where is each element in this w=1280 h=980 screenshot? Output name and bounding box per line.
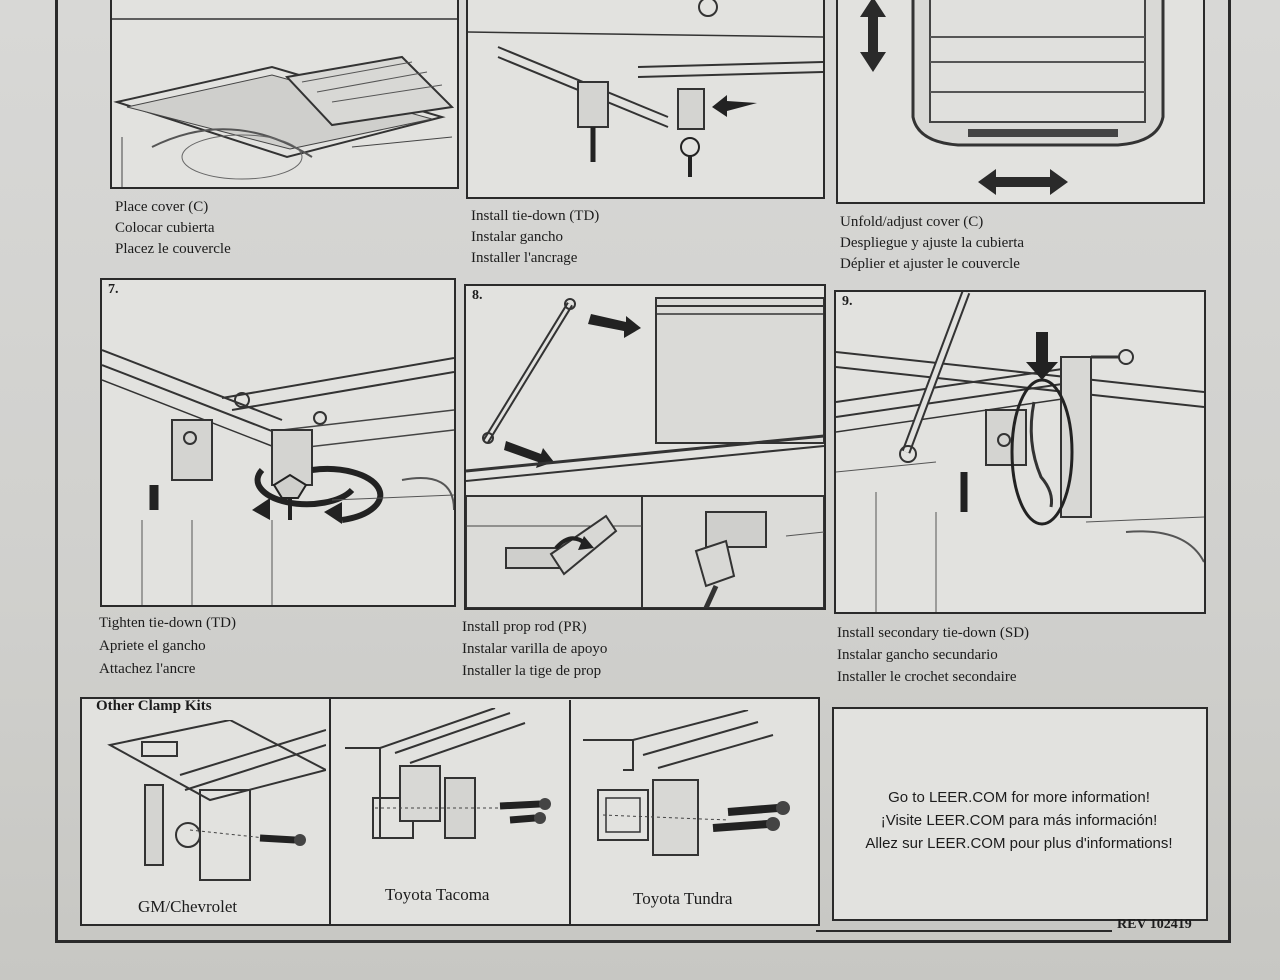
step4-line-es: Colocar cubierta [115,220,215,236]
step8-number: 8. [472,288,483,303]
step8-line-es: Instalar varilla de apoyo [462,641,608,657]
step4-illustration [110,0,459,189]
step5-illustration [466,0,825,199]
step4-line-fr: Placez le couvercle [115,241,231,257]
kit-label-tacoma: Toyota Tacoma [385,885,490,904]
step7-caption: Tighten tie-down (TD) Apriete el gancho … [99,612,236,681]
step9-caption: Install secondary tie-down (SD) Instalar… [837,622,1029,688]
gm-clamp-drawing [107,720,326,881]
step9-line-es: Instalar gancho secundario [837,647,998,663]
step5-line-es: Instalar gancho [471,229,564,245]
step9-line-en: Install secondary tie-down (SD) [837,625,1030,641]
step8-panel: 8. [464,284,826,610]
truck-bed-cover-drawing [112,18,457,187]
kit-label-gm: GM/Chevrolet [138,897,238,916]
tie-down-drawing [468,0,823,177]
step7-number: 7. [108,282,119,297]
step5-caption: Install tie-down (TD) Instalar gancho In… [471,206,599,269]
step9-number: 9. [842,294,853,309]
step6-line-es: Despliegue y ajuste la cubierta [840,235,1025,251]
step5-line-en: Install tie-down (TD) [471,208,600,224]
revision-label: REV 102419 [1117,917,1192,932]
instruction-sheet [55,0,1231,943]
step6-line-fr: Déplier et ajuster le couvercle [840,256,1020,272]
kit-divider [569,700,571,924]
step6-line-en: Unfold/adjust cover (C) [840,214,984,230]
step7-line-fr: Attachez l'ancre [99,661,196,677]
step9-panel: 9. [834,290,1206,614]
step6-illustration [836,0,1205,204]
step8-line-en: Install prop rod (PR) [462,619,587,635]
kit-divider [329,697,331,924]
clamp-kits-title: Other Clamp Kits [96,698,212,714]
info-box [832,707,1208,921]
kit-label-tundra: Toyota Tundra [633,889,733,908]
step7-line-en: Tighten tie-down (TD) [99,615,236,631]
step8-caption: Install prop rod (PR) Instalar varilla d… [462,616,607,682]
info-line-en: Go to LEER.COM for more information! [888,789,1150,806]
step4-caption: Place cover (C) Colocar cubierta Placez … [115,197,231,260]
step8-line-fr: Installer la tige de prop [462,663,602,679]
step4-line-en: Place cover (C) [115,199,209,215]
step5-line-fr: Installer l'ancrage [471,250,578,266]
tundra-clamp-drawing [583,710,790,856]
secondary-tie-down-drawing [836,292,1204,612]
step7-panel: 7. [100,278,456,607]
tighten-tie-down-drawing [102,349,454,605]
unfold-cover-drawing [860,0,1165,195]
info-line-fr: Allez sur LEER.COM pour plus d'informati… [865,835,1173,852]
step7-line-es: Apriete el gancho [99,638,206,654]
step9-line-fr: Installer le crochet secondaire [837,669,1017,685]
step6-caption: Unfold/adjust cover (C) Despliegue y aju… [840,212,1024,275]
revision-rule [816,930,1112,932]
info-line-es: ¡Visite LEER.COM para más información! [880,812,1158,829]
info-text: Go to LEER.COM for more information! ¡Vi… [834,786,1204,855]
tacoma-clamp-drawing [345,708,551,839]
prop-rod-drawing [466,297,824,608]
